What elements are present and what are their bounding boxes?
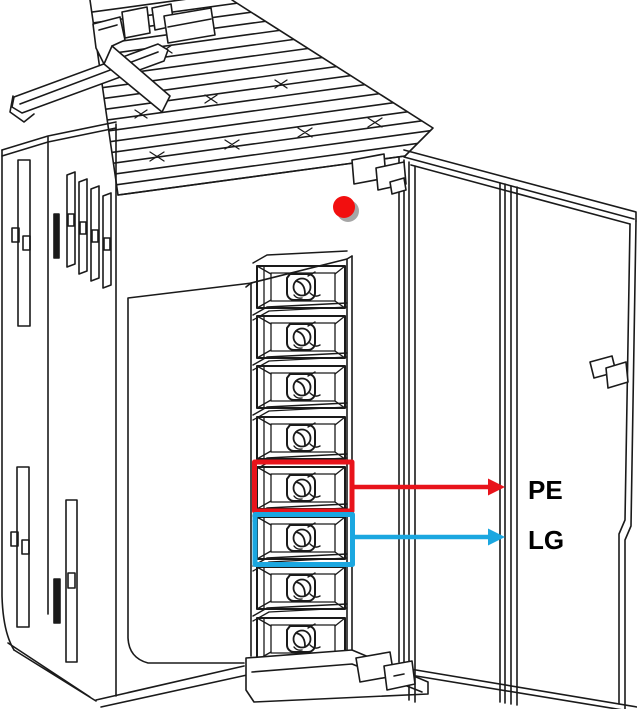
terminal-block-2 [252, 315, 348, 371]
terminal-strip [245, 250, 429, 703]
bottom-hinge [355, 651, 416, 691]
cover-recess-outline [127, 282, 253, 664]
door-latch [589, 355, 629, 389]
power-led-indicator [333, 196, 359, 222]
pe-arrowhead-icon [488, 478, 505, 496]
side-modules [1, 121, 248, 708]
dark-slot [53, 213, 60, 259]
lg-highlight-box [252, 512, 355, 567]
annotation-layer: PE LG [252, 459, 564, 567]
din-rail-clip [9, 3, 216, 123]
front-panel [117, 155, 406, 665]
pe-label: PE [528, 475, 563, 505]
led-dot-icon [333, 196, 355, 218]
door-fold-lines [499, 182, 518, 706]
side-slot [17, 159, 31, 327]
terminal-block-3 [252, 365, 348, 421]
top-hinge [351, 153, 407, 195]
lg-label: LG [528, 525, 564, 555]
side-slot [16, 466, 30, 628]
lg-arrowhead-icon [488, 528, 505, 546]
terminal-block-1 [252, 265, 348, 321]
dark-slot [53, 578, 61, 624]
terminal-block-7 [252, 566, 348, 622]
open-cover-door [351, 149, 637, 709]
